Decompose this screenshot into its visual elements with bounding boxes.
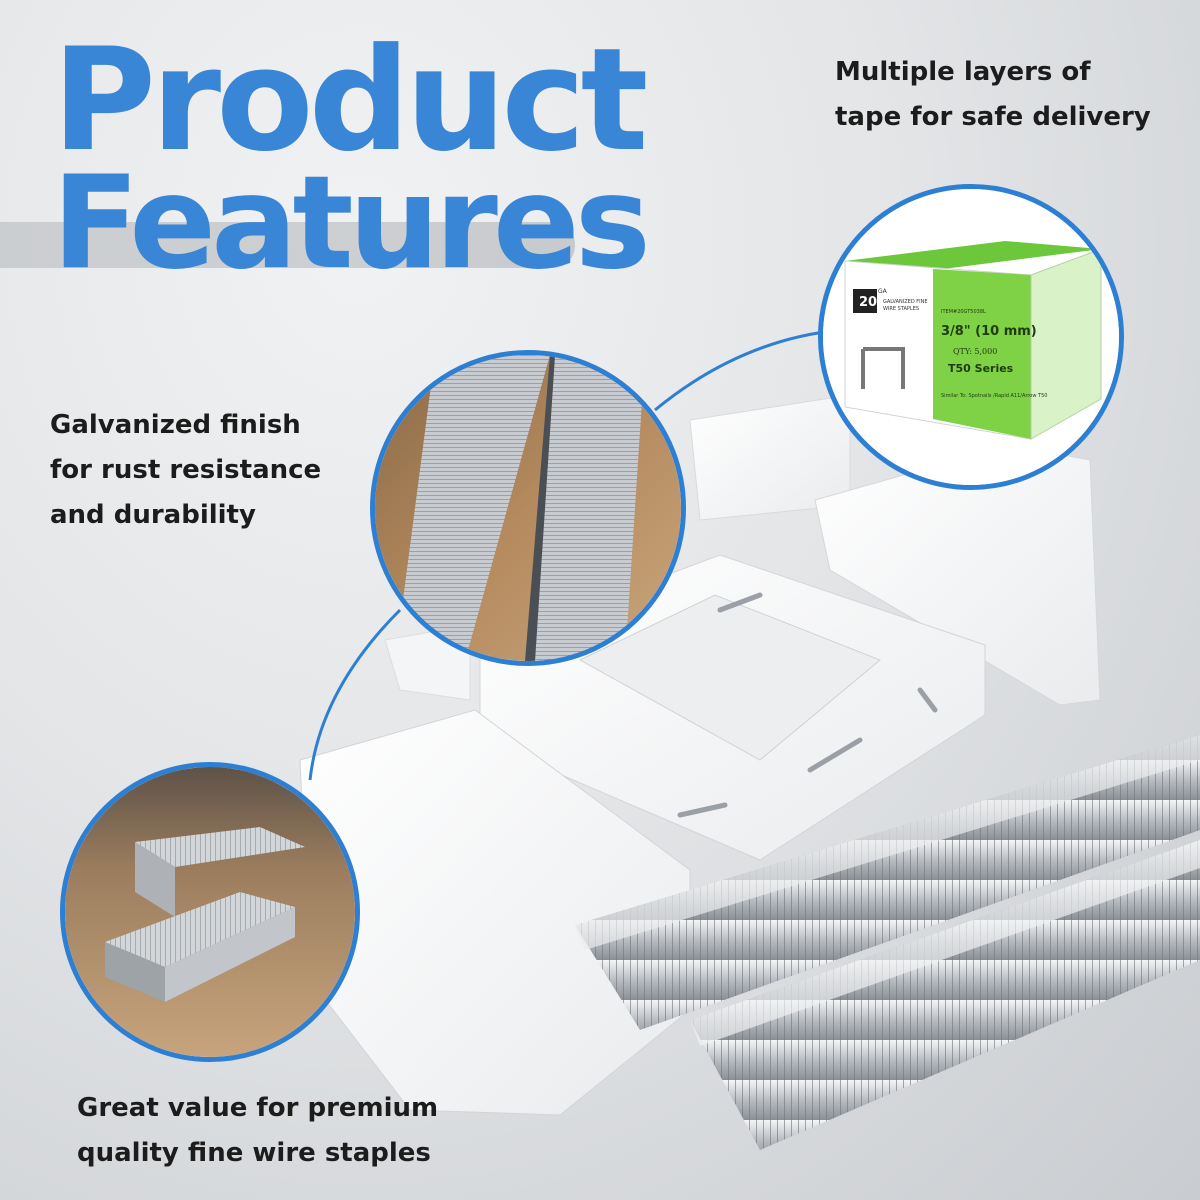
feature-line: Multiple layers of — [835, 57, 1091, 87]
svg-text:3/8" (10 mm): 3/8" (10 mm) — [941, 324, 1037, 339]
page-title-line-2: Features — [52, 149, 651, 298]
box-detail-circle: 20 GA meite GALVANIZED FINE WIRE STAPLES… — [818, 184, 1124, 490]
connector-lines — [308, 328, 841, 781]
svg-text:WIRE STAPLES: WIRE STAPLES — [883, 306, 919, 312]
value-detail-circle — [60, 762, 360, 1062]
feature-line: Great value for premium — [77, 1093, 439, 1123]
feature-line: Galvanized finish — [50, 410, 301, 440]
svg-text:GALVANIZED FINE: GALVANIZED FINE — [883, 299, 928, 305]
svg-text:T50 Series: T50 Series — [948, 362, 1014, 375]
title-underline-bar — [0, 222, 575, 268]
svg-text:GA: GA — [878, 288, 888, 295]
product-box-image: 20 GA meite GALVANIZED FINE WIRE STAPLES… — [823, 189, 1119, 485]
staple-strip-front — [690, 840, 1200, 1150]
svg-text:ITEM#20GT5038L: ITEM#20GT5038L — [941, 309, 986, 315]
galvanized-closeup-image — [375, 355, 681, 661]
feature-line: and durability — [50, 500, 256, 530]
svg-text:QTY: 5,000: QTY: 5,000 — [953, 347, 997, 356]
feature-galvanized: Galvanized finish for rust resistance an… — [50, 403, 321, 538]
feature-value: Great value for premium quality fine wir… — [77, 1086, 438, 1176]
svg-text:meite: meite — [853, 269, 888, 282]
feature-line: quality fine wire staples — [77, 1138, 431, 1168]
box-gauge: 20 — [859, 295, 877, 310]
canvas-frame-opening — [578, 594, 881, 761]
loose-staples — [677, 592, 938, 818]
page-title-line-1: Product — [52, 18, 648, 183]
galvanized-detail-circle — [370, 350, 686, 666]
staple-strip-rear — [575, 735, 1200, 1030]
feature-line: tape for safe delivery — [835, 102, 1151, 132]
staples-on-wood-image — [65, 767, 355, 1057]
feature-packaging: Multiple layers of tape for safe deliver… — [835, 50, 1151, 140]
svg-text:Similar To: Spotnails /Rapid A: Similar To: Spotnails /Rapid A11/Arrow T… — [941, 393, 1047, 399]
feature-line: for rust resistance — [50, 455, 322, 485]
